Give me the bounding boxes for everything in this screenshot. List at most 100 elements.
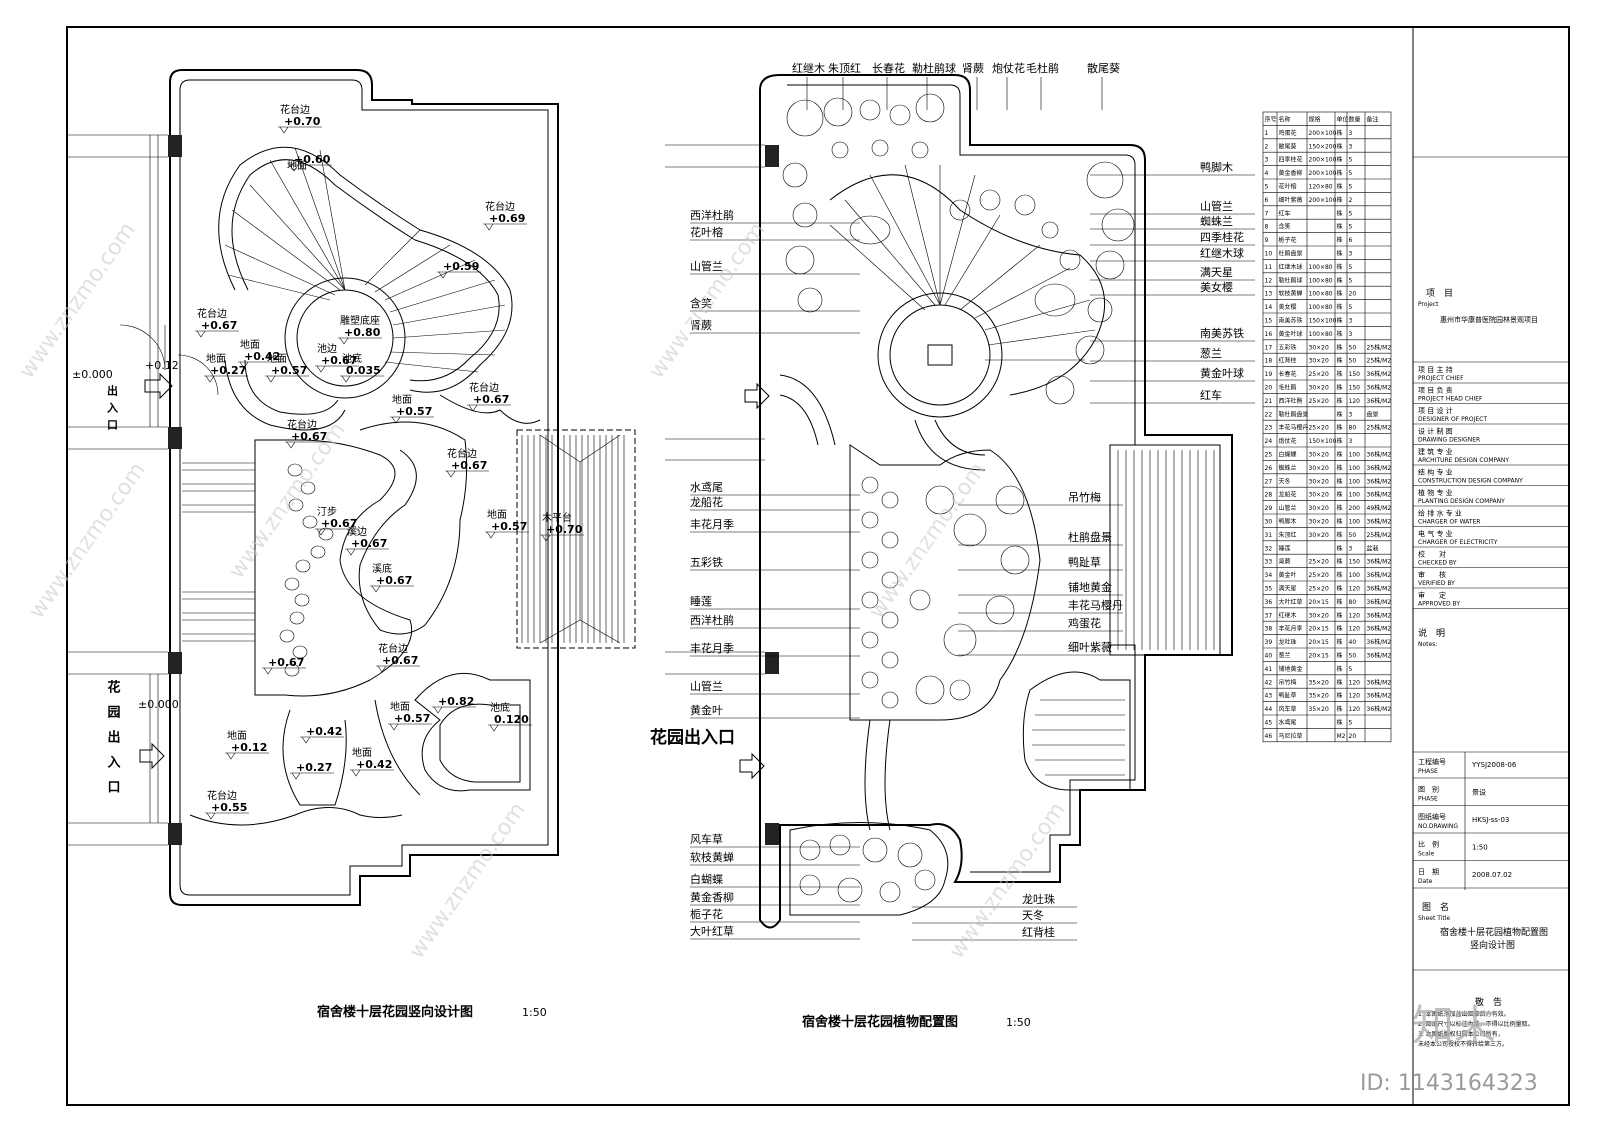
table-cell: 50: [1349, 344, 1357, 351]
elev-tag: 地面: [206, 352, 226, 365]
elev-tag: 地面: [390, 700, 410, 713]
role-en: DESIGNER OF PROJECT: [1418, 416, 1487, 423]
table-cell: 花叶榕: [1279, 183, 1297, 191]
table-cell: 36株/M2: [1367, 451, 1392, 459]
elev-marker: [432, 706, 476, 714]
plant-label: 大叶红草: [690, 924, 734, 938]
table-cell: 36株/M2: [1367, 625, 1392, 633]
notes-cn: 说 明: [1418, 627, 1445, 639]
table-cell: 3: [1349, 545, 1353, 552]
plant-label: 美女樱: [1200, 280, 1233, 294]
plant-label: 鸡蛋花: [1068, 616, 1101, 630]
elev-tag: 地面: [240, 338, 260, 351]
watermark-3: www.znzmo.com: [404, 798, 530, 963]
watermark-7: www.znzmo.com: [24, 458, 150, 623]
table-cell: 株: [1337, 410, 1343, 418]
plant-label: 花叶榕: [690, 225, 723, 239]
role-cn: 设 计 制 图: [1418, 427, 1453, 436]
table-cell: 勒杜鹃盘景: [1279, 410, 1309, 418]
table-cell: 36株/M2: [1367, 370, 1392, 378]
table-cell: 36株/M2: [1367, 638, 1392, 646]
plant-label: 肾蕨: [962, 62, 984, 75]
elev-value: 0.120: [494, 713, 529, 726]
table-cell: 6: [1265, 197, 1269, 204]
field-en: NO.DRAWING: [1418, 823, 1458, 830]
elev-value: +0.70: [284, 115, 321, 128]
table-cell: 150: [1349, 559, 1361, 566]
table-cell: 大叶红草: [1279, 598, 1303, 606]
elev-tag: 花台边: [378, 642, 408, 655]
table-cell: 株: [1337, 424, 1343, 432]
elev-marker: [540, 534, 584, 542]
table-cell: 45: [1265, 720, 1273, 727]
table-cell: 3: [1349, 130, 1353, 137]
elev-tag: 花台边: [280, 103, 310, 116]
plant-label: 红背桂: [1022, 925, 1055, 939]
table-cell: 8: [1265, 224, 1269, 231]
table-cell: 软枝黄蝉: [1279, 290, 1303, 298]
warning-line-2: 2. 图纸尺寸以标注为准，不得以比例量取。: [1418, 1020, 1534, 1028]
plant-label: 红继木球: [1200, 246, 1244, 260]
table-header: 名称: [1279, 116, 1291, 124]
elev-tag: 地面: [352, 746, 372, 759]
field-en: Date: [1418, 878, 1433, 885]
table-cell: 株: [1337, 317, 1343, 325]
table-cell: 株: [1337, 290, 1343, 298]
table-cell: 株: [1337, 330, 1343, 338]
elev-value: +0.57: [491, 520, 527, 533]
table-cell: 长春花: [1279, 370, 1297, 378]
elev-tag: 汀步: [317, 506, 337, 518]
table-cell: 13: [1265, 291, 1273, 298]
field-en: PHASE: [1418, 768, 1438, 775]
left-plan-scale: 1:50: [522, 1006, 547, 1019]
elev-tag: 花台边: [447, 447, 477, 460]
table-cell: 39: [1265, 639, 1273, 646]
table-cell: 株: [1337, 156, 1343, 164]
watermark-5: www.znzmo.com: [864, 458, 990, 623]
table-cell: 30×20: [1309, 478, 1329, 485]
plant-label: 满天星: [1200, 266, 1233, 279]
role-en: CHARGER OF ELECTRICITY: [1418, 539, 1498, 546]
table-cell: 36株/M2: [1367, 571, 1392, 579]
table-cell: 株: [1337, 598, 1343, 606]
table-cell: 7: [1265, 210, 1269, 217]
table-cell: 株: [1337, 196, 1343, 204]
top-plant-labels: 红继木朱顶红长春花勒杜鹃球肾蕨炮仗花毛杜鹃散尾葵: [792, 61, 1120, 110]
table-cell: 42: [1265, 679, 1273, 686]
table-cell: 3: [1265, 157, 1269, 164]
table-cell: 17: [1265, 344, 1273, 351]
table-cell: 3: [1349, 331, 1353, 338]
table-cell: 20: [1265, 385, 1273, 392]
table-cell: 株: [1337, 397, 1343, 405]
table-cell: 红继木球: [1279, 263, 1303, 271]
plant-label: 龙吐珠: [1022, 892, 1055, 906]
table-cell: 120: [1349, 586, 1361, 593]
role-cn: 校 对: [1418, 550, 1446, 559]
table-cell: 5: [1349, 184, 1353, 191]
table-cell: 株: [1337, 491, 1343, 499]
level-012: +0.12: [145, 359, 179, 372]
elev-value: +0.67: [376, 574, 412, 587]
plant-label: 肾蕨: [690, 319, 712, 332]
table-cell: 80: [1349, 599, 1357, 606]
table-cell: 15: [1265, 318, 1273, 325]
elev-value: +0.80: [344, 326, 381, 339]
table-cell: 黄金叶球: [1279, 330, 1303, 338]
plant-label: 软枝黄蝉: [690, 850, 734, 864]
role-cn: 项 目 设 计: [1418, 406, 1453, 415]
plant-label: 栀子花: [690, 907, 723, 921]
table-cell: 150: [1349, 385, 1361, 392]
table-cell: 5: [1349, 720, 1353, 727]
table-cell: 100×80: [1309, 264, 1333, 271]
table-cell: 南美苏铁: [1279, 317, 1303, 325]
plant-label: 西洋杜鹃: [690, 613, 734, 627]
table-cell: 100×80: [1309, 291, 1333, 298]
table-cell: 盆栽: [1367, 544, 1379, 552]
table-cell: 23: [1265, 425, 1273, 432]
table-cell: 炮仗花: [1279, 437, 1297, 445]
table-cell: 200×100: [1309, 130, 1337, 137]
role-cn: 电 气 专 业: [1418, 529, 1453, 538]
table-cell: 朱顶红: [1279, 531, 1297, 539]
elev-value: +0.12: [231, 741, 267, 754]
